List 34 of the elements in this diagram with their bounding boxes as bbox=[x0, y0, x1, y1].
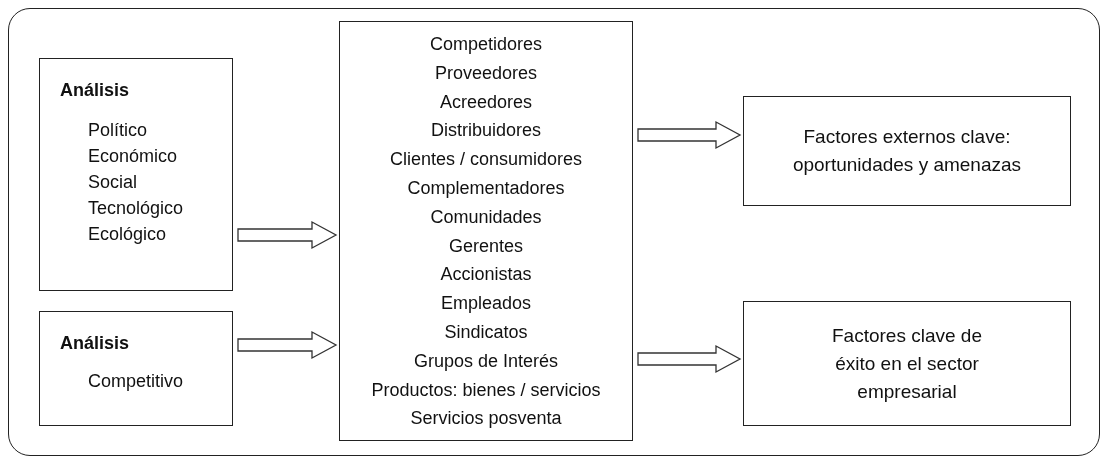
text-box bbox=[743, 96, 1071, 206]
block-arrow bbox=[236, 330, 337, 359]
frame-box bbox=[8, 8, 1100, 456]
text-box bbox=[339, 21, 633, 441]
list-item: Gerentes bbox=[448, 234, 523, 258]
list-item: Proveedores bbox=[434, 61, 538, 85]
box-label: Factores clave de éxito en el sector empresarial bbox=[831, 323, 983, 404]
list-item: Servicios posventa bbox=[410, 407, 562, 431]
heading: Análisis bbox=[60, 332, 130, 355]
box-label: Factores externos clave: oportunidades y amenazas bbox=[791, 125, 1023, 177]
list-item: Complementadores bbox=[407, 177, 565, 200]
list-item: Empleados bbox=[440, 292, 532, 316]
list-item: Social bbox=[87, 171, 138, 194]
list-item: Sindicatos bbox=[444, 320, 528, 344]
block-arrow bbox=[636, 344, 741, 373]
list-item: Distribuidores bbox=[430, 119, 541, 143]
list-item: Político bbox=[87, 119, 148, 142]
heading: Análisis bbox=[60, 79, 130, 102]
list-item: Accionistas bbox=[440, 263, 532, 287]
list-item: Económico bbox=[87, 145, 178, 168]
block-arrow bbox=[236, 220, 337, 249]
list-item: Grupos de Interés bbox=[413, 349, 559, 373]
list-item: Acreedores bbox=[439, 90, 533, 114]
list-item: Tecnológico bbox=[87, 197, 184, 220]
text-box bbox=[39, 58, 233, 291]
list-item: Competidores bbox=[429, 33, 543, 56]
text-box bbox=[743, 301, 1071, 426]
text-box bbox=[39, 311, 233, 426]
list-item: Productos: bienes / servicios bbox=[371, 378, 601, 402]
list-item: Clientes / consumidores bbox=[389, 148, 583, 172]
block-arrow bbox=[636, 120, 741, 149]
list-item: Comunidades bbox=[430, 205, 542, 229]
list-item: Competitivo bbox=[87, 370, 184, 393]
list-item: Ecológico bbox=[87, 223, 167, 246]
